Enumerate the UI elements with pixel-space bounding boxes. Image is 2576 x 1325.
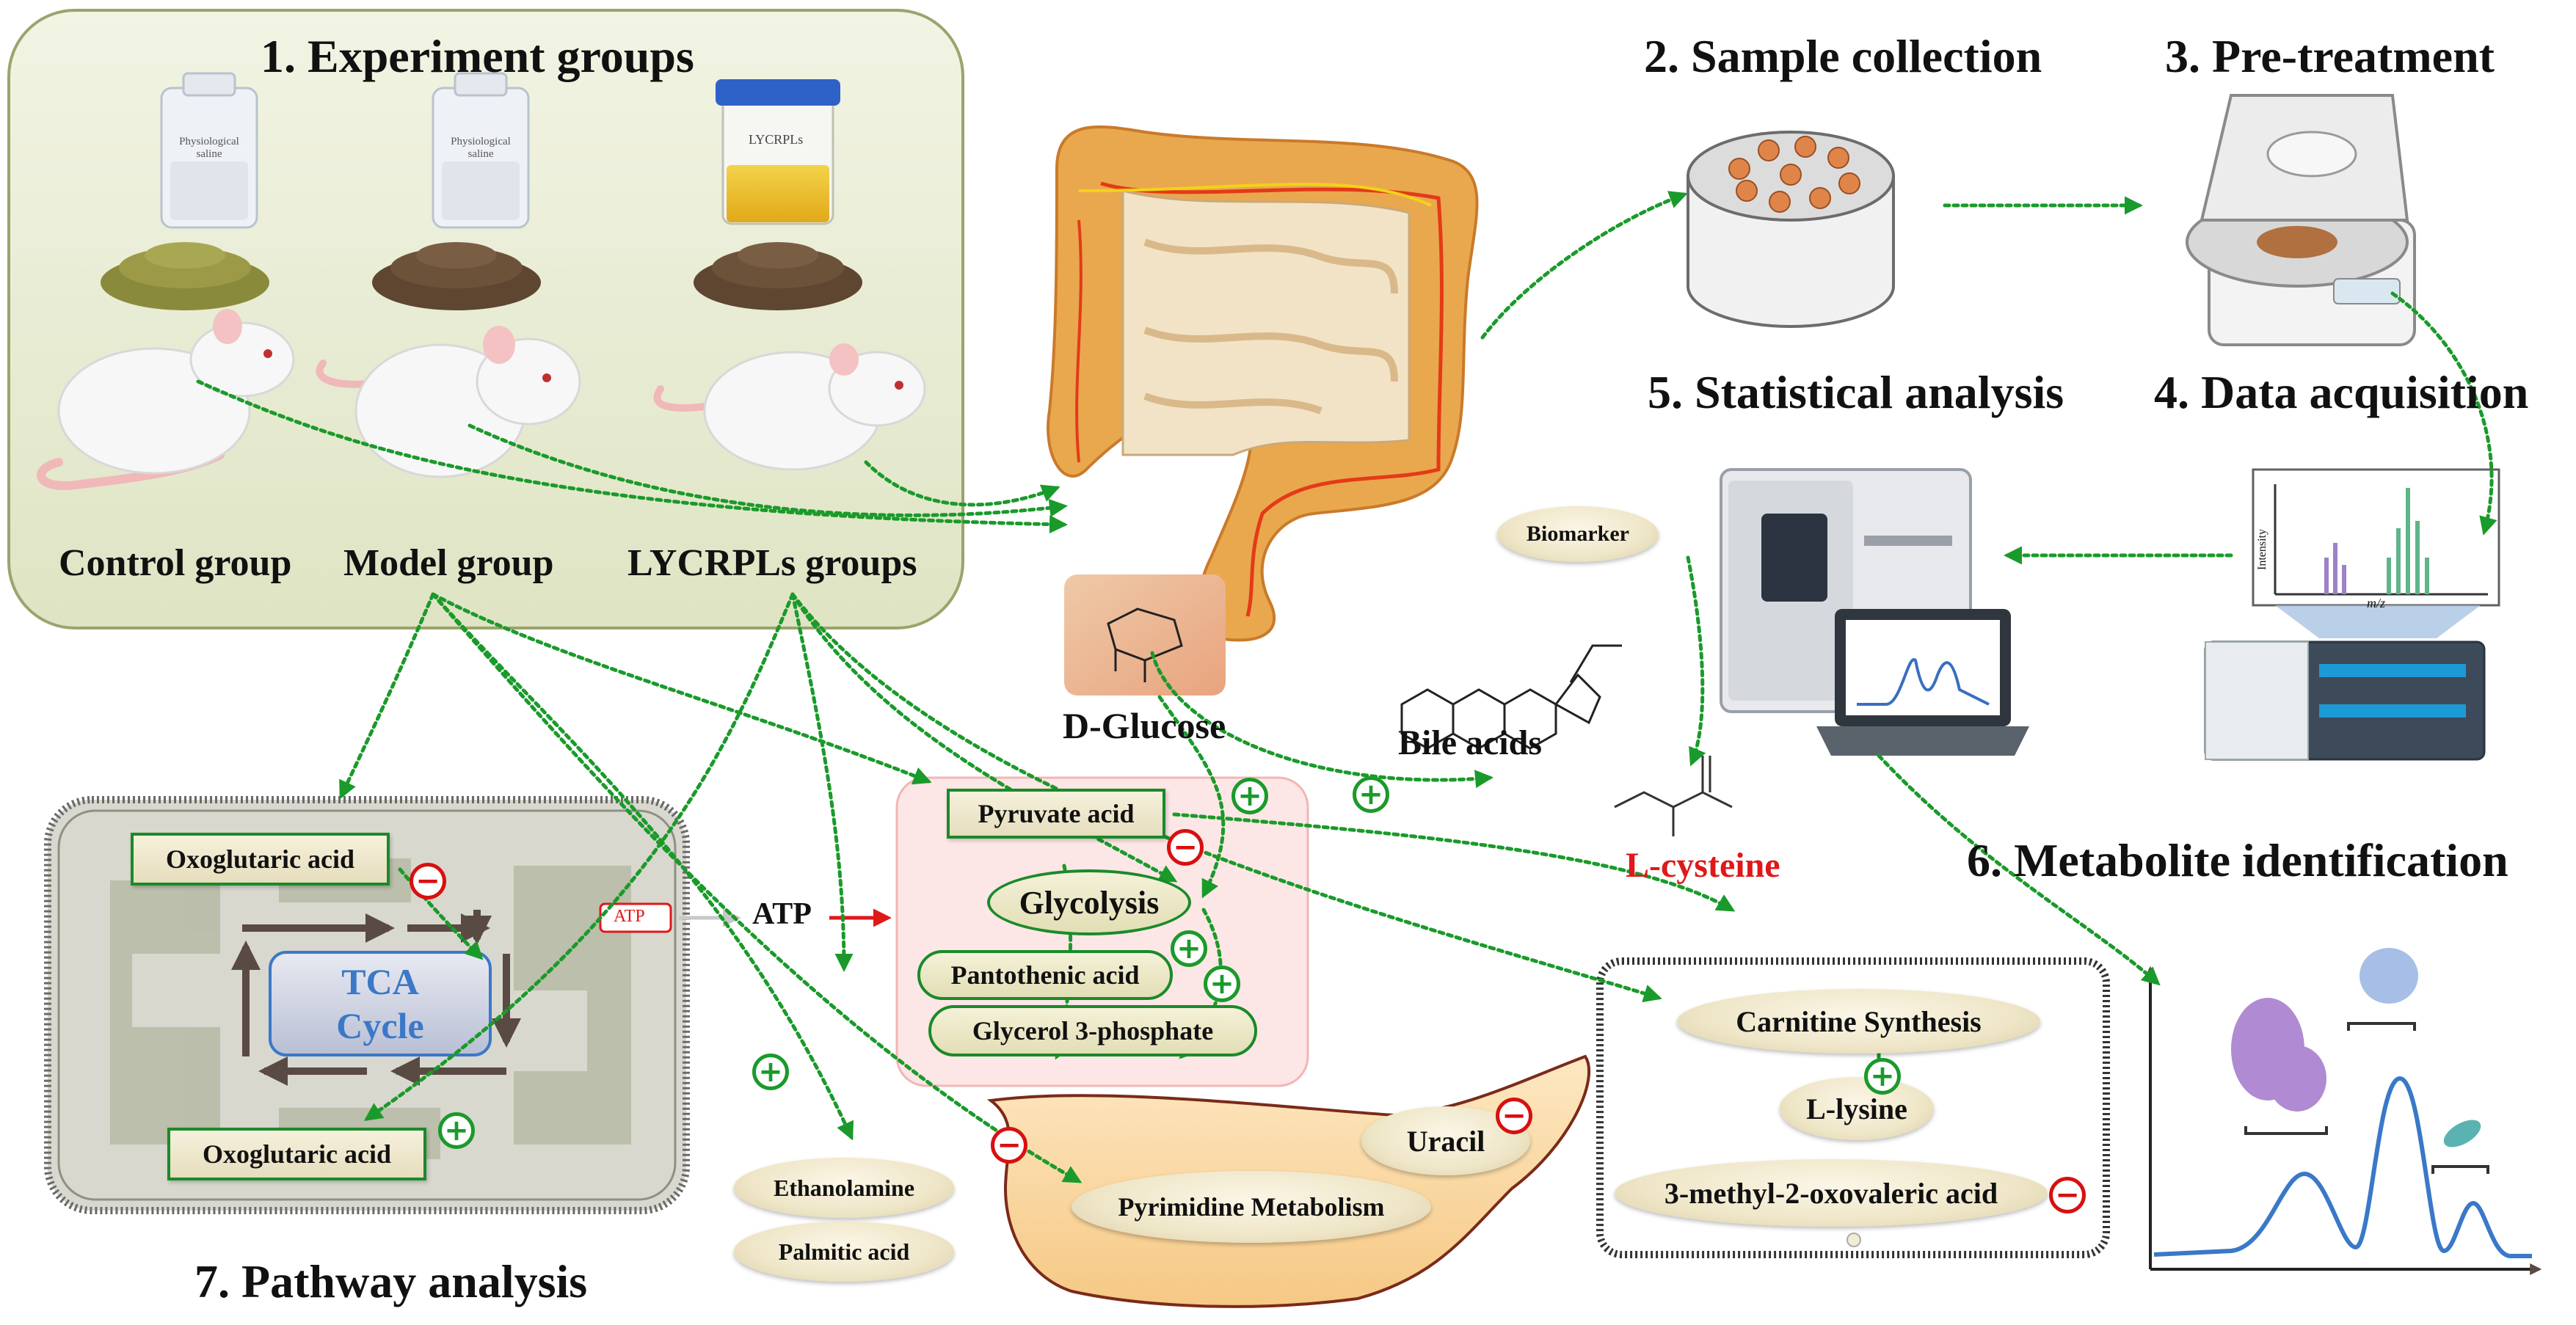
bile-acid-structure <box>1400 644 1622 750</box>
rat-icon-model <box>316 326 581 478</box>
section-title-sample-collection: 2. Sample collection <box>1644 30 2042 82</box>
label-lycrpls-groups: LYCRPLs groups <box>627 542 917 584</box>
lycrpls-container-icon <box>716 79 840 225</box>
plus-icon-oxoglutaric-bottom: + <box>438 1112 475 1149</box>
plus-icon-ethanolamine: + <box>752 1054 789 1090</box>
section-title-statistical-analysis: 5. Statistical analysis <box>1648 366 2064 418</box>
minus-icon-pyruvate: − <box>1167 829 1204 866</box>
bottle-label-3: LYCRPLs <box>749 132 804 147</box>
plus-icon-bile-acids: + <box>1353 776 1389 813</box>
centrifuge-icon <box>2186 94 2416 346</box>
pantothenic-acid-pill: Pantothenic acid <box>917 950 1173 1000</box>
biomarker-pill: Biomarker <box>1497 506 1659 562</box>
section-title-metabolite-identification: 6. Metabolite identification <box>1967 834 2508 886</box>
glycolysis-pill: Glycolysis <box>987 869 1191 935</box>
small-node <box>1847 1233 1861 1247</box>
glycerol-3-phosphate-pill: Glycerol 3-phosphate <box>928 1005 1257 1056</box>
section-title-data-acquisition: 4. Data acquisition <box>2154 366 2529 418</box>
sample-rack-icon <box>1687 131 1895 328</box>
l-lysine-pill: L-lysine <box>1780 1077 1934 1140</box>
3-methyl-2-oxovaleric-acid-pill: 3-methyl-2-oxovaleric acid <box>1615 1159 2048 1227</box>
rat-icon-lycrpls <box>653 343 926 471</box>
tca-cycle-box <box>269 951 492 1056</box>
oxoglutaric-acid-box-bottom: Oxoglutaric acid <box>167 1128 426 1180</box>
label-d-glucose: D-Glucose <box>1063 705 1226 746</box>
intestine-illustration <box>1047 125 1479 642</box>
food-pellets-icon-1 <box>101 242 269 310</box>
ms-mz-label: m/z <box>2367 596 2386 610</box>
chromatogram-plot <box>2144 948 2542 1275</box>
atp-label: ATP <box>752 897 812 931</box>
pyruvate-acid-box: Pyruvate acid <box>947 789 1165 839</box>
atp-small-label: ATP <box>614 907 645 926</box>
minus-icon-uracil: − <box>1496 1098 1532 1134</box>
saline-bottle-icon-2 <box>432 72 530 229</box>
section-title-pathway-analysis: 7. Pathway analysis <box>194 1255 588 1307</box>
food-pellets-icon-2 <box>372 242 541 310</box>
bile-acids-image-box <box>1372 613 1593 775</box>
mass-spectrum-plot <box>2252 468 2500 607</box>
workflow-arrows <box>196 191 2497 1183</box>
palmitic-acid-pill: Palmitic acid <box>734 1222 954 1282</box>
saline-bottle-icon-1 <box>160 72 258 229</box>
bottle-label-2: Physiological saline <box>451 136 511 160</box>
label-model-group: Model group <box>343 542 554 584</box>
protein-purple-icon <box>2231 998 2326 1112</box>
minus-icon-oxoglutaric-top: − <box>410 863 446 899</box>
ethanolamine-pill: Ethanolamine <box>734 1158 954 1218</box>
ms-intensity-label: Intensity <box>2256 529 2268 570</box>
l-cysteine-structure <box>1614 756 1733 836</box>
protein-blue-icon <box>2359 948 2418 1004</box>
rat-icon-control <box>37 309 295 490</box>
section-title-experiment-groups: 1. Experiment groups <box>261 30 694 82</box>
food-pellets-icon-3 <box>694 242 862 310</box>
plus-icon-pantothenic: + <box>1171 930 1207 967</box>
protein-teal-icon <box>2443 1120 2481 1147</box>
plus-icon-l-lysine: + <box>1864 1058 1901 1095</box>
minus-icon-pyrimidine: − <box>991 1127 1027 1164</box>
carnitine-synthesis-pill: Carnitine Synthesis <box>1677 989 2040 1054</box>
section-title-pre-treatment: 3. Pre-treatment <box>2165 30 2495 82</box>
plus-icon-pyruvate: + <box>1231 778 1268 814</box>
bottle-label-1: Physiological saline <box>179 136 239 160</box>
oxoglutaric-acid-box-top: Oxoglutaric acid <box>131 833 390 886</box>
plus-icon-glycerol: + <box>1204 966 1240 1002</box>
glucose-structure <box>1107 607 1183 682</box>
pyrimidine-metabolism-pill: Pyrimidine Metabolism <box>1071 1171 1431 1243</box>
label-l-cysteine: L-cysteine <box>1626 846 1780 885</box>
label-control-group: Control group <box>59 542 292 584</box>
tca-cycle-label: TCA Cycle <box>336 961 424 1046</box>
label-bile-acids: Bile acids <box>1398 723 1543 762</box>
laptop-icon <box>1816 609 2029 756</box>
lc-ms-instrument-icon <box>2204 605 2486 761</box>
tca-cycle-arrows <box>231 910 521 1086</box>
d-glucose-structure-box <box>1064 574 1226 696</box>
minus-icon-3-methyl: − <box>2049 1177 2086 1213</box>
